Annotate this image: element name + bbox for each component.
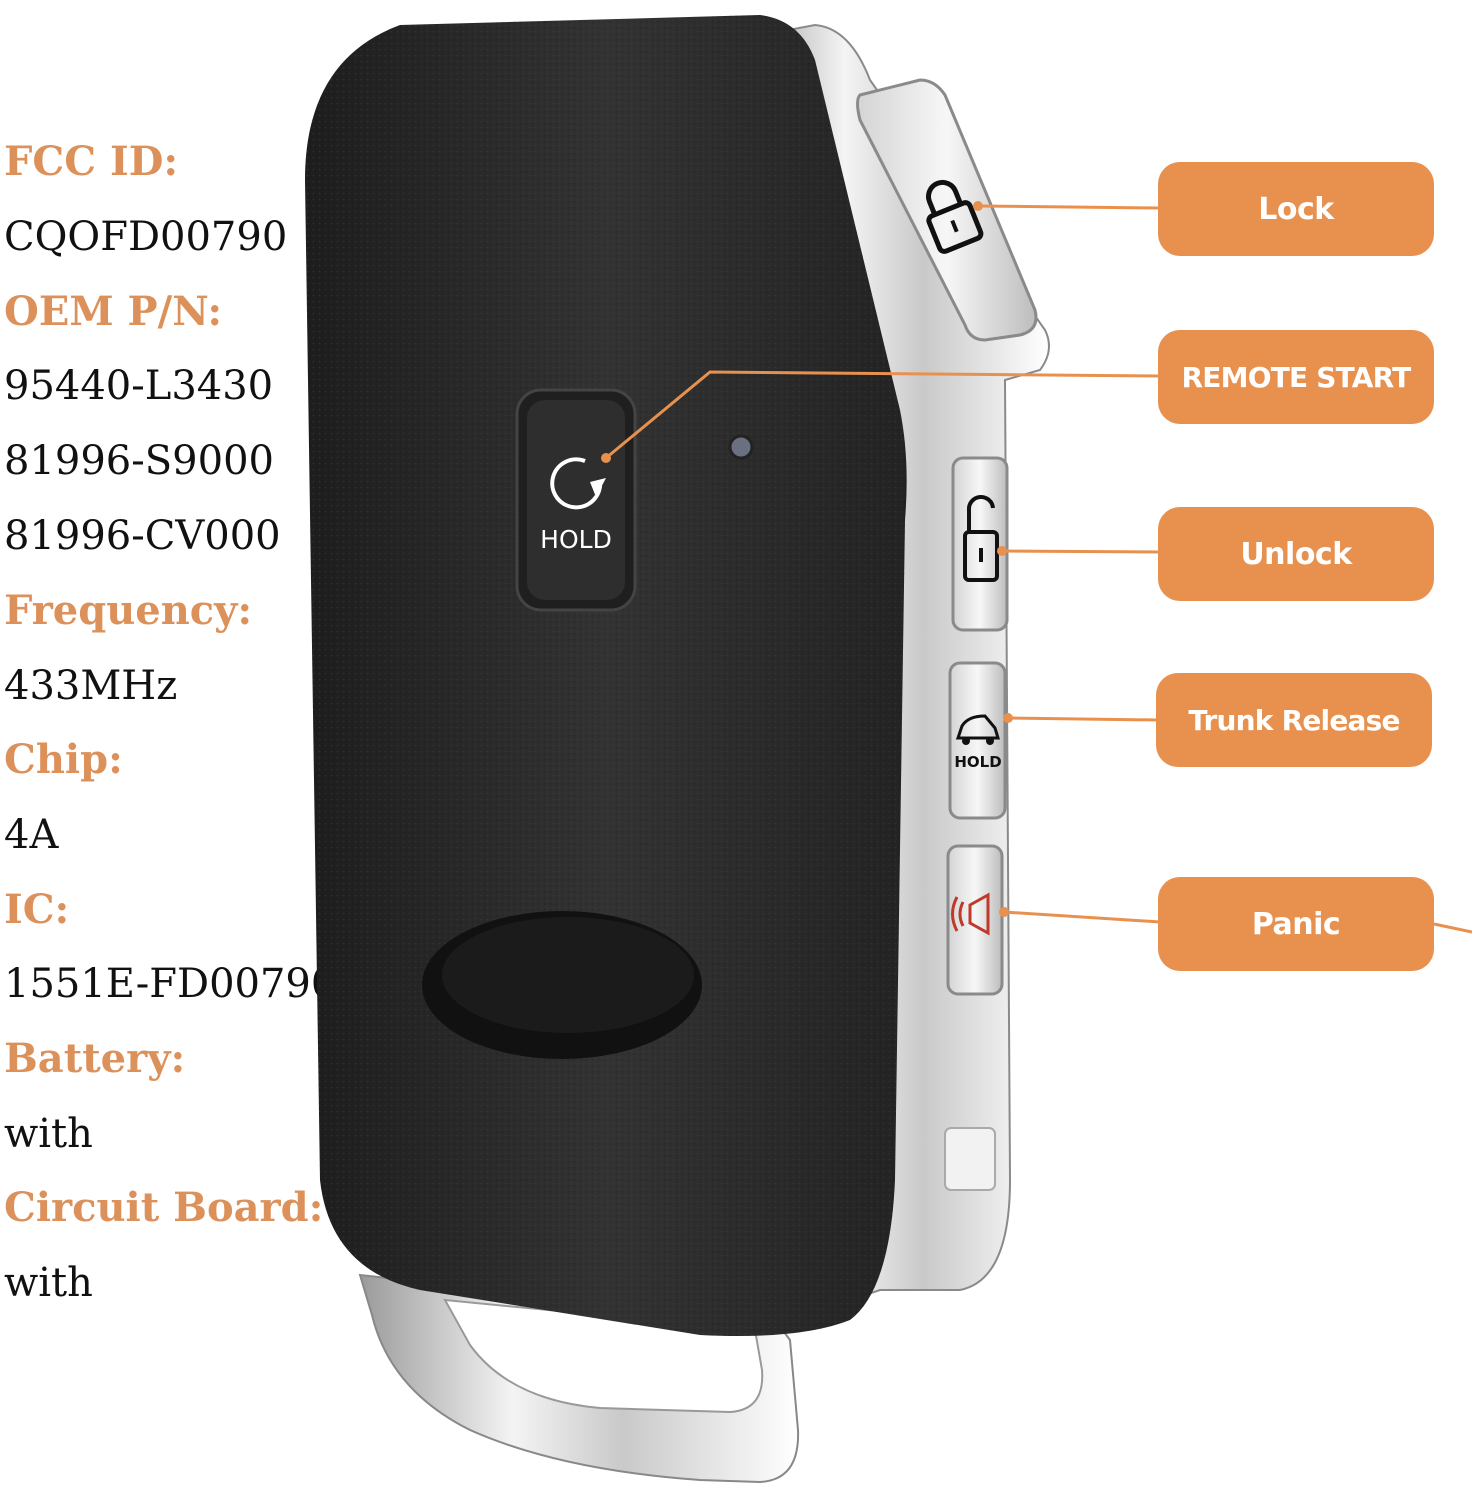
frequency-value: 433MHz [4, 663, 178, 709]
battery-label: Battery: [4, 1035, 186, 1082]
unlock-button[interactable] [951, 456, 1009, 632]
circuit-board-label: Circuit Board: [4, 1184, 324, 1231]
lock-icon [926, 179, 984, 254]
oem-pn-value-3: 81996-CV000 [4, 513, 281, 559]
trunk-release-callout: Trunk Release [1156, 673, 1432, 767]
callout-dots [601, 201, 1013, 917]
remote-start-icon [550, 457, 606, 510]
spec-list: FCC ID: CQOFD00790 OEM P/N: 95440-L3430 … [4, 0, 336, 1500]
oem-pn-value-2: 81996-S9000 [4, 438, 274, 484]
trunk-button-hold-text: HOLD [954, 753, 1001, 771]
circuit-board-value: with [4, 1260, 93, 1306]
lock-button[interactable] [856, 78, 1038, 342]
oem-pn-value-1: 95440-L3430 [4, 363, 274, 409]
frequency-label: Frequency: [4, 587, 253, 634]
battery-value: with [4, 1111, 93, 1157]
remote-start-callout: REMOTE START [1158, 330, 1434, 424]
horn-icon [951, 892, 990, 936]
panic-button[interactable] [946, 844, 1004, 996]
callout-lines [605, 204, 1472, 934]
unlock-callout: Unlock [1158, 507, 1434, 601]
oem-pn-label: OEM P/N: [4, 288, 223, 335]
panic-callout: Panic [1158, 877, 1434, 971]
unlock-icon [963, 495, 999, 582]
start-button-hold-text: HOLD [540, 525, 612, 554]
remote-start-button[interactable]: HOLD [515, 388, 637, 612]
led-indicator [728, 434, 754, 460]
lock-callout: Lock [1158, 162, 1434, 256]
fcc-id-value: CQOFD00790 [4, 214, 288, 260]
ic-value: 1551E-FD00790 [4, 961, 337, 1007]
chip-value: 4A [4, 812, 59, 858]
chip-label: Chip: [4, 736, 123, 783]
lower-slot [944, 1127, 996, 1191]
trunk-button[interactable]: HOLD [948, 661, 1007, 820]
fcc-id-label: FCC ID: [4, 138, 179, 185]
ic-label: IC: [4, 886, 70, 933]
trunk-icon [955, 714, 1001, 745]
